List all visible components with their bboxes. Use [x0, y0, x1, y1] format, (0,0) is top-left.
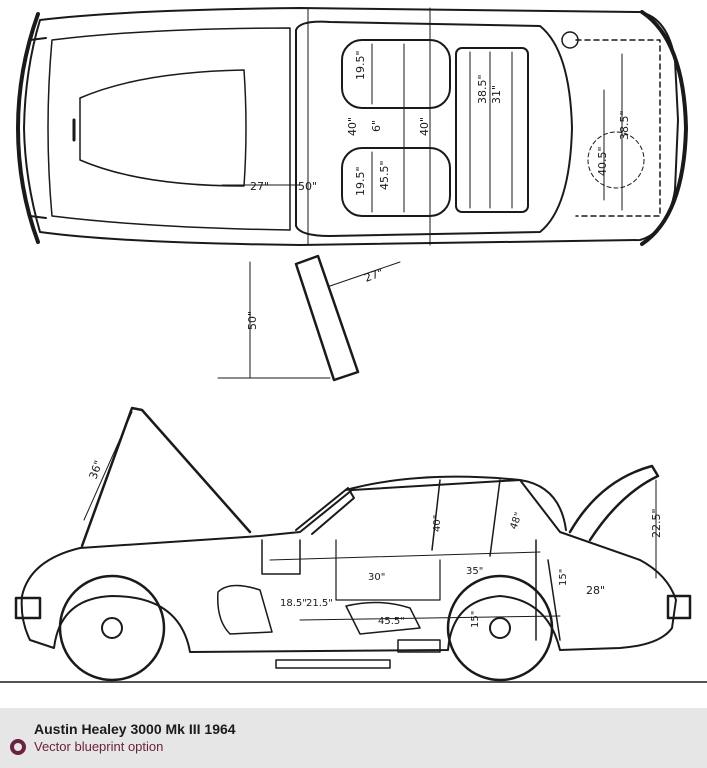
- dim-side-k: 48": [508, 511, 524, 531]
- top-view: 27" 50" 19.5" 19.5" 45.5" 40" 6" 40" 38.…: [16, 7, 688, 246]
- dim-door-open: 27": [363, 266, 385, 285]
- front-bumper: [16, 12, 40, 244]
- dim-door-length: 50": [246, 311, 259, 330]
- radio-circle-icon[interactable]: [10, 739, 26, 755]
- dim-side-i: 15": [470, 611, 481, 628]
- dim-rear-a: 38.5": [476, 74, 489, 104]
- seat-left: [341, 39, 451, 109]
- dim-depth-c: 45.5": [378, 160, 391, 190]
- front-bumper-side: [14, 596, 42, 620]
- dim-gap-a: 6": [370, 120, 383, 132]
- dim-boot-b: 38.5": [618, 110, 631, 140]
- vector-blueprint-option-link[interactable]: Vector blueprint option: [34, 739, 164, 754]
- soft-top: [345, 475, 567, 531]
- dim-cockpit-width: 50": [298, 180, 317, 193]
- rear-bumper-side: [666, 594, 692, 620]
- dim-side-b: 21.5": [306, 598, 333, 609]
- dim-side-d: 40": [432, 515, 443, 532]
- windscreen: [295, 487, 355, 535]
- bonnet-outline: [47, 27, 291, 231]
- rear-bumper: [640, 10, 688, 246]
- dim-bonnet-width: 27": [250, 180, 269, 193]
- boot-outline: [575, 39, 661, 217]
- dim-depth-b: 40": [418, 117, 431, 136]
- dim-side-h: 45.5": [378, 616, 405, 627]
- door-swing-view: 50" 27": [217, 254, 401, 382]
- seat-right: [341, 147, 451, 217]
- dim-side-f: 28": [586, 584, 605, 597]
- dim-depth-a: 40": [346, 117, 359, 136]
- top-body-outline: [23, 7, 679, 246]
- car-blueprint-drawing: 27" 50" 19.5" 19.5" 45.5" 40" 6" 40" 38.…: [0, 7, 707, 683]
- side-body-outline: [20, 479, 677, 653]
- caption-bar: Austin Healey 3000 Mk III 1964 Vector bl…: [0, 708, 707, 768]
- dim-boot-open: 22.5": [650, 508, 663, 538]
- dim-seat-b: 19.5": [354, 166, 367, 196]
- open-boot-lid: [568, 464, 660, 542]
- side-view: 36" 22.5" 18.5" 21.5" 30" 40" 15" 28" 45…: [0, 406, 707, 683]
- open-door: [294, 254, 360, 382]
- dim-side-j: 35": [466, 566, 483, 577]
- dim-side-c: 30": [368, 572, 385, 583]
- cockpit-outline: [295, 20, 573, 237]
- dim-boot-a: 40.5": [596, 146, 609, 176]
- blueprint-title: Austin Healey 3000 Mk III 1964: [34, 721, 236, 737]
- front-fender-line: [217, 584, 273, 635]
- dim-rear-b: 31": [490, 85, 503, 104]
- open-hood: [80, 406, 252, 548]
- dim-hood-open: 36": [87, 459, 106, 481]
- front-wheel: [58, 574, 166, 682]
- rear-wheel: [446, 574, 554, 682]
- dim-side-e: 15": [558, 569, 569, 586]
- bonnet-scoop: [79, 69, 247, 187]
- dim-seat-a: 19.5": [354, 50, 367, 80]
- dim-side-a: 18.5": [280, 598, 307, 609]
- rear-seat-area: [455, 47, 529, 213]
